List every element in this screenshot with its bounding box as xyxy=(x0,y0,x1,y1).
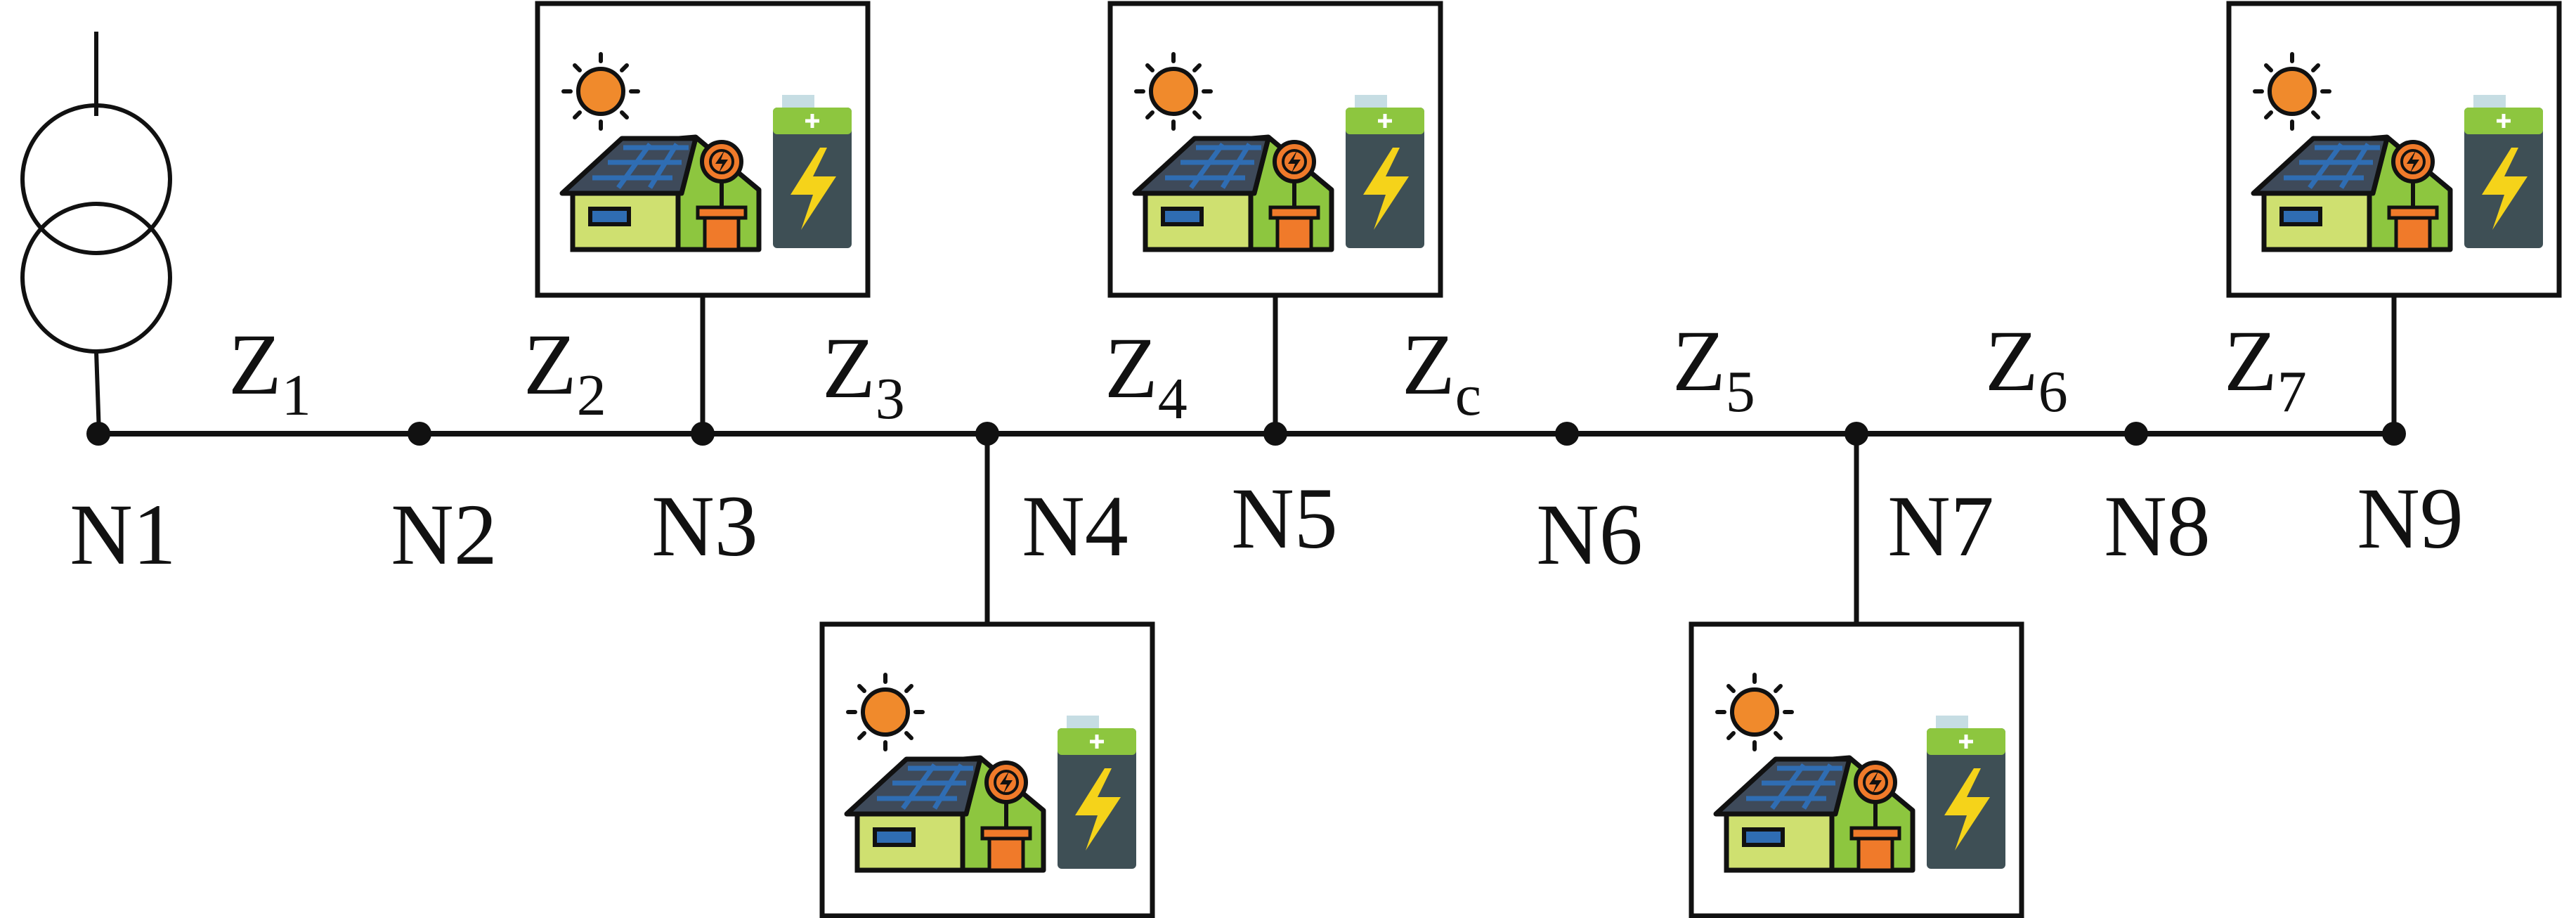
bus-node-n6 xyxy=(1555,422,1579,446)
prosumer-units xyxy=(535,1,2562,918)
transformer-icon xyxy=(20,32,172,434)
node-label-n8: N8 xyxy=(2104,478,2211,574)
impedance-label-z3: Z3 xyxy=(822,320,905,432)
bus-node-n8 xyxy=(2124,422,2148,446)
prosumer-box-n5 xyxy=(1107,1,1443,298)
bus-node-n3 xyxy=(691,422,715,446)
node-labels: N1 N2 N3 N4 N5 N6 N7 N8 N9 xyxy=(70,470,2464,583)
bus-node-n5 xyxy=(1263,422,1287,446)
impedance-labels: Z1 Z2 Z3 Z4 Zc Z5 Z6 Z7 xyxy=(228,313,2307,432)
bus-node-n9 xyxy=(2382,422,2406,446)
bus-node-n4 xyxy=(975,422,999,446)
prosumer-box-n9 xyxy=(2226,1,2562,298)
impedance-label-zc: Zc xyxy=(1402,316,1481,428)
prosumer-box-n7 xyxy=(1689,621,2024,918)
impedance-label-z6: Z6 xyxy=(1985,313,2068,425)
bus-node-n7 xyxy=(1845,422,1868,446)
impedance-label-z1: Z1 xyxy=(228,316,311,428)
impedance-label-z7: Z7 xyxy=(2224,313,2307,425)
node-label-n7: N7 xyxy=(1887,478,1994,574)
bus-node-n2 xyxy=(408,422,431,446)
node-label-n6: N6 xyxy=(1536,486,1643,583)
node-label-n2: N2 xyxy=(391,486,497,583)
impedance-label-z5: Z5 xyxy=(1672,313,1755,425)
prosumer-box-n3 xyxy=(535,1,871,298)
bus-nodes xyxy=(86,422,2406,446)
node-label-n5: N5 xyxy=(1231,470,1338,567)
impedance-label-z4: Z4 xyxy=(1105,320,1188,432)
bus-node-n1 xyxy=(86,422,110,446)
node-label-n1: N1 xyxy=(70,486,176,583)
node-label-n3: N3 xyxy=(651,478,758,574)
node-label-n4: N4 xyxy=(1022,478,1128,574)
branch-lines xyxy=(700,295,2397,624)
node-label-n9: N9 xyxy=(2357,470,2464,567)
impedance-label-z2: Z2 xyxy=(523,316,606,428)
prosumer-box-n4 xyxy=(819,621,1155,918)
